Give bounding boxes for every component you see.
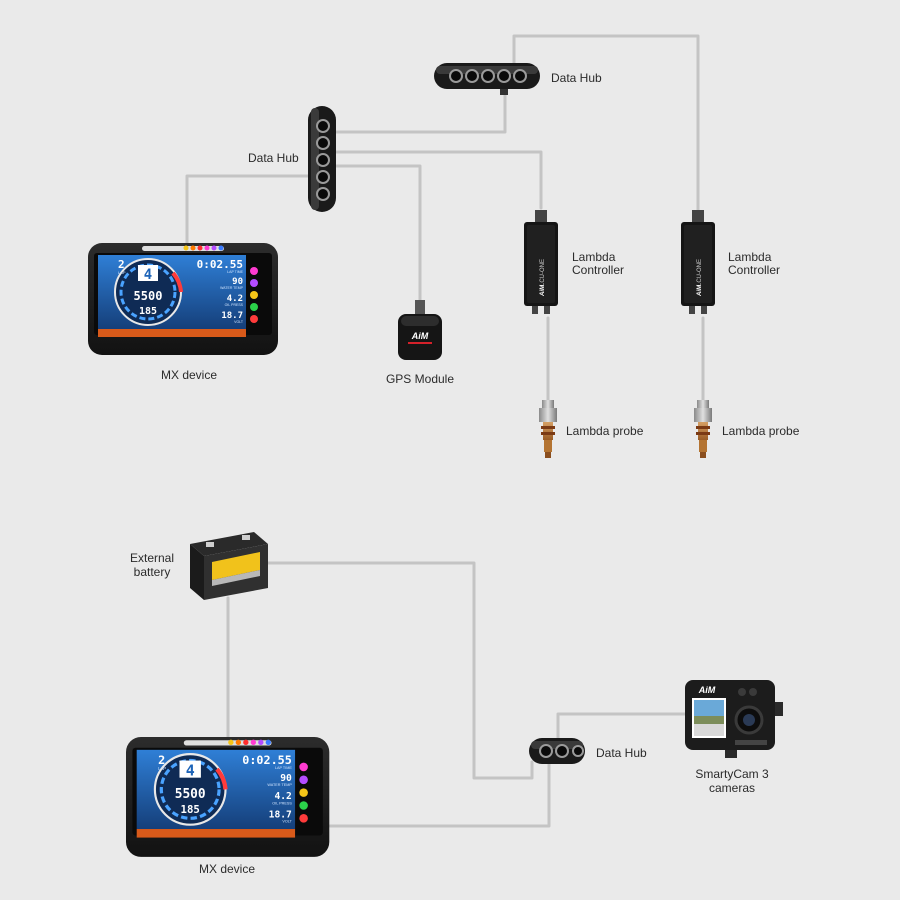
smartycam: AiM xyxy=(685,680,783,758)
lap-number-bottom: 2 xyxy=(158,753,165,767)
cable-hub-to-hub2 xyxy=(332,88,507,134)
speed-readout: 185 xyxy=(139,306,157,317)
data-hub-2 xyxy=(434,63,540,95)
gps-module: AiM xyxy=(398,300,442,360)
voltage: 18.7 xyxy=(221,311,243,321)
lambda-controller-1-label-line1: Lambda xyxy=(572,250,616,264)
lcu-1-brand: AiM xyxy=(540,284,546,297)
lap-time-bottom: 0:02.55 xyxy=(242,753,292,767)
lap-label-bottom: LAP xyxy=(158,766,166,771)
lap-number: 2 xyxy=(118,258,125,271)
water-temp: 90 xyxy=(232,277,243,287)
speed-readout-bottom: 185 xyxy=(181,803,200,816)
oil-press-label: OIL PRESS xyxy=(225,303,244,307)
mx-device-bottom: 2 LAP 4 5500 185 0:02.55 LAP TIME 90 WAT… xyxy=(126,737,329,857)
lap-time-label: LAP TIME xyxy=(227,270,243,274)
voltage-label: VOLT xyxy=(234,320,244,324)
gps-module-label: GPS Module xyxy=(386,372,454,386)
cable-hub-to-gps xyxy=(332,164,422,302)
gear-indicator-bottom: 4 xyxy=(186,762,195,780)
voltage-bottom: 18.7 xyxy=(269,809,292,820)
cables-bottom xyxy=(226,561,687,828)
data-hub-bottom xyxy=(529,738,585,764)
lambda-controller-1-label-line2: Controller xyxy=(572,263,624,277)
water-temp-bottom: 90 xyxy=(280,773,292,784)
lap-time: 0:02.55 xyxy=(197,258,243,271)
gps-brand-logo: AiM xyxy=(411,331,429,341)
cable-mx-to-hub-bottom xyxy=(328,762,551,828)
gear-indicator: 4 xyxy=(144,267,152,283)
cables-top xyxy=(185,34,705,402)
lambda-probe-2 xyxy=(694,400,712,458)
external-battery xyxy=(190,532,268,600)
cable-mx-to-hub xyxy=(185,174,312,245)
data-hub-2-label: Data Hub xyxy=(551,71,602,85)
lambda-probe-1-label: Lambda probe xyxy=(566,424,644,438)
lambda-controller-1: LCU-ONE AiM xyxy=(524,210,558,314)
rpm-readout: 5500 xyxy=(134,289,163,303)
oil-press: 4.2 xyxy=(227,294,243,304)
mx-device-bottom-label: MX device xyxy=(199,862,255,876)
water-temp-label-bottom: WATER TEMP xyxy=(267,783,292,787)
lambda-controller-2-label-line1: Lambda xyxy=(728,250,772,264)
cable-hub-to-lcu1 xyxy=(332,150,543,210)
mx-device-top-label: MX device xyxy=(161,368,217,382)
voltage-label-bottom: VOLT xyxy=(282,820,292,824)
smartycam-label-line1: SmartyCam 3 xyxy=(695,767,769,781)
cable-hub-to-smartycam xyxy=(556,712,687,742)
external-battery-label-line2: battery xyxy=(134,565,171,579)
smartycam-label-line2: cameras xyxy=(709,781,755,795)
oil-press-bottom: 4.2 xyxy=(274,791,291,802)
cable-hub2-to-lcu2 xyxy=(512,34,700,212)
external-battery-label-line1: External xyxy=(130,551,174,565)
data-hub-1-label: Data Hub xyxy=(248,151,299,165)
shift-lights xyxy=(142,245,224,251)
data-hub-1 xyxy=(308,106,336,212)
lap-label: LAP xyxy=(118,270,126,275)
mx-device-top: 2 LAP 4 5500 185 0:02.55 LAP TIME 90 WAT… xyxy=(86,241,280,357)
shift-lights-bottom xyxy=(183,739,272,746)
lcu-1-model: LCU-ONE xyxy=(540,259,546,286)
oil-press-label-bottom: OIL PRESS xyxy=(272,801,292,805)
smartycam-brand-logo: AiM xyxy=(698,685,716,695)
lambda-probe-2-label: Lambda probe xyxy=(722,424,800,438)
lcu-2-model: LCU-ONE xyxy=(697,259,703,286)
lambda-controller-2: LCU-ONE AiM xyxy=(681,210,715,314)
water-temp-label: WATER TEMP xyxy=(220,286,244,290)
lambda-controller-2-label-line2: Controller xyxy=(728,263,780,277)
lap-time-label-bottom: LAP TIME xyxy=(275,766,292,770)
lcu-2-brand: AiM xyxy=(697,284,703,297)
cable-battery-to-hub xyxy=(263,561,534,780)
rpm-readout-bottom: 5500 xyxy=(175,787,206,802)
data-hub-bottom-label: Data Hub xyxy=(596,746,647,760)
lambda-probe-1 xyxy=(539,400,557,458)
